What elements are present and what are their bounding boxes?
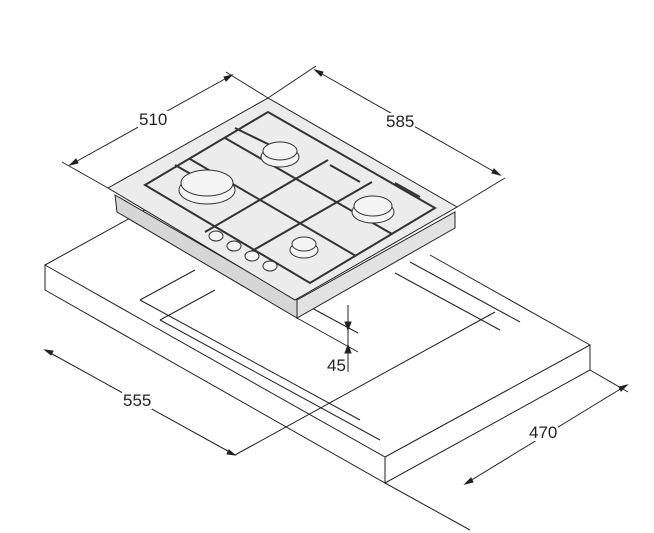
hob-depth-label: 510 [138,110,169,129]
knob-2 [226,240,242,252]
knob-1 [208,230,224,242]
knob-4 [262,260,278,272]
hob [107,97,459,319]
hob-width-label: 585 [385,112,416,131]
control-knobs [208,230,278,272]
cutout-width-label: 555 [122,391,153,410]
burners [178,141,395,259]
cutout-outline [139,261,521,456]
knob-3 [244,250,260,262]
hob-height-label: 45 [326,356,347,375]
cutout-depth-label: 470 [528,423,559,442]
countertop [44,206,591,484]
dimension-lines [43,65,629,531]
